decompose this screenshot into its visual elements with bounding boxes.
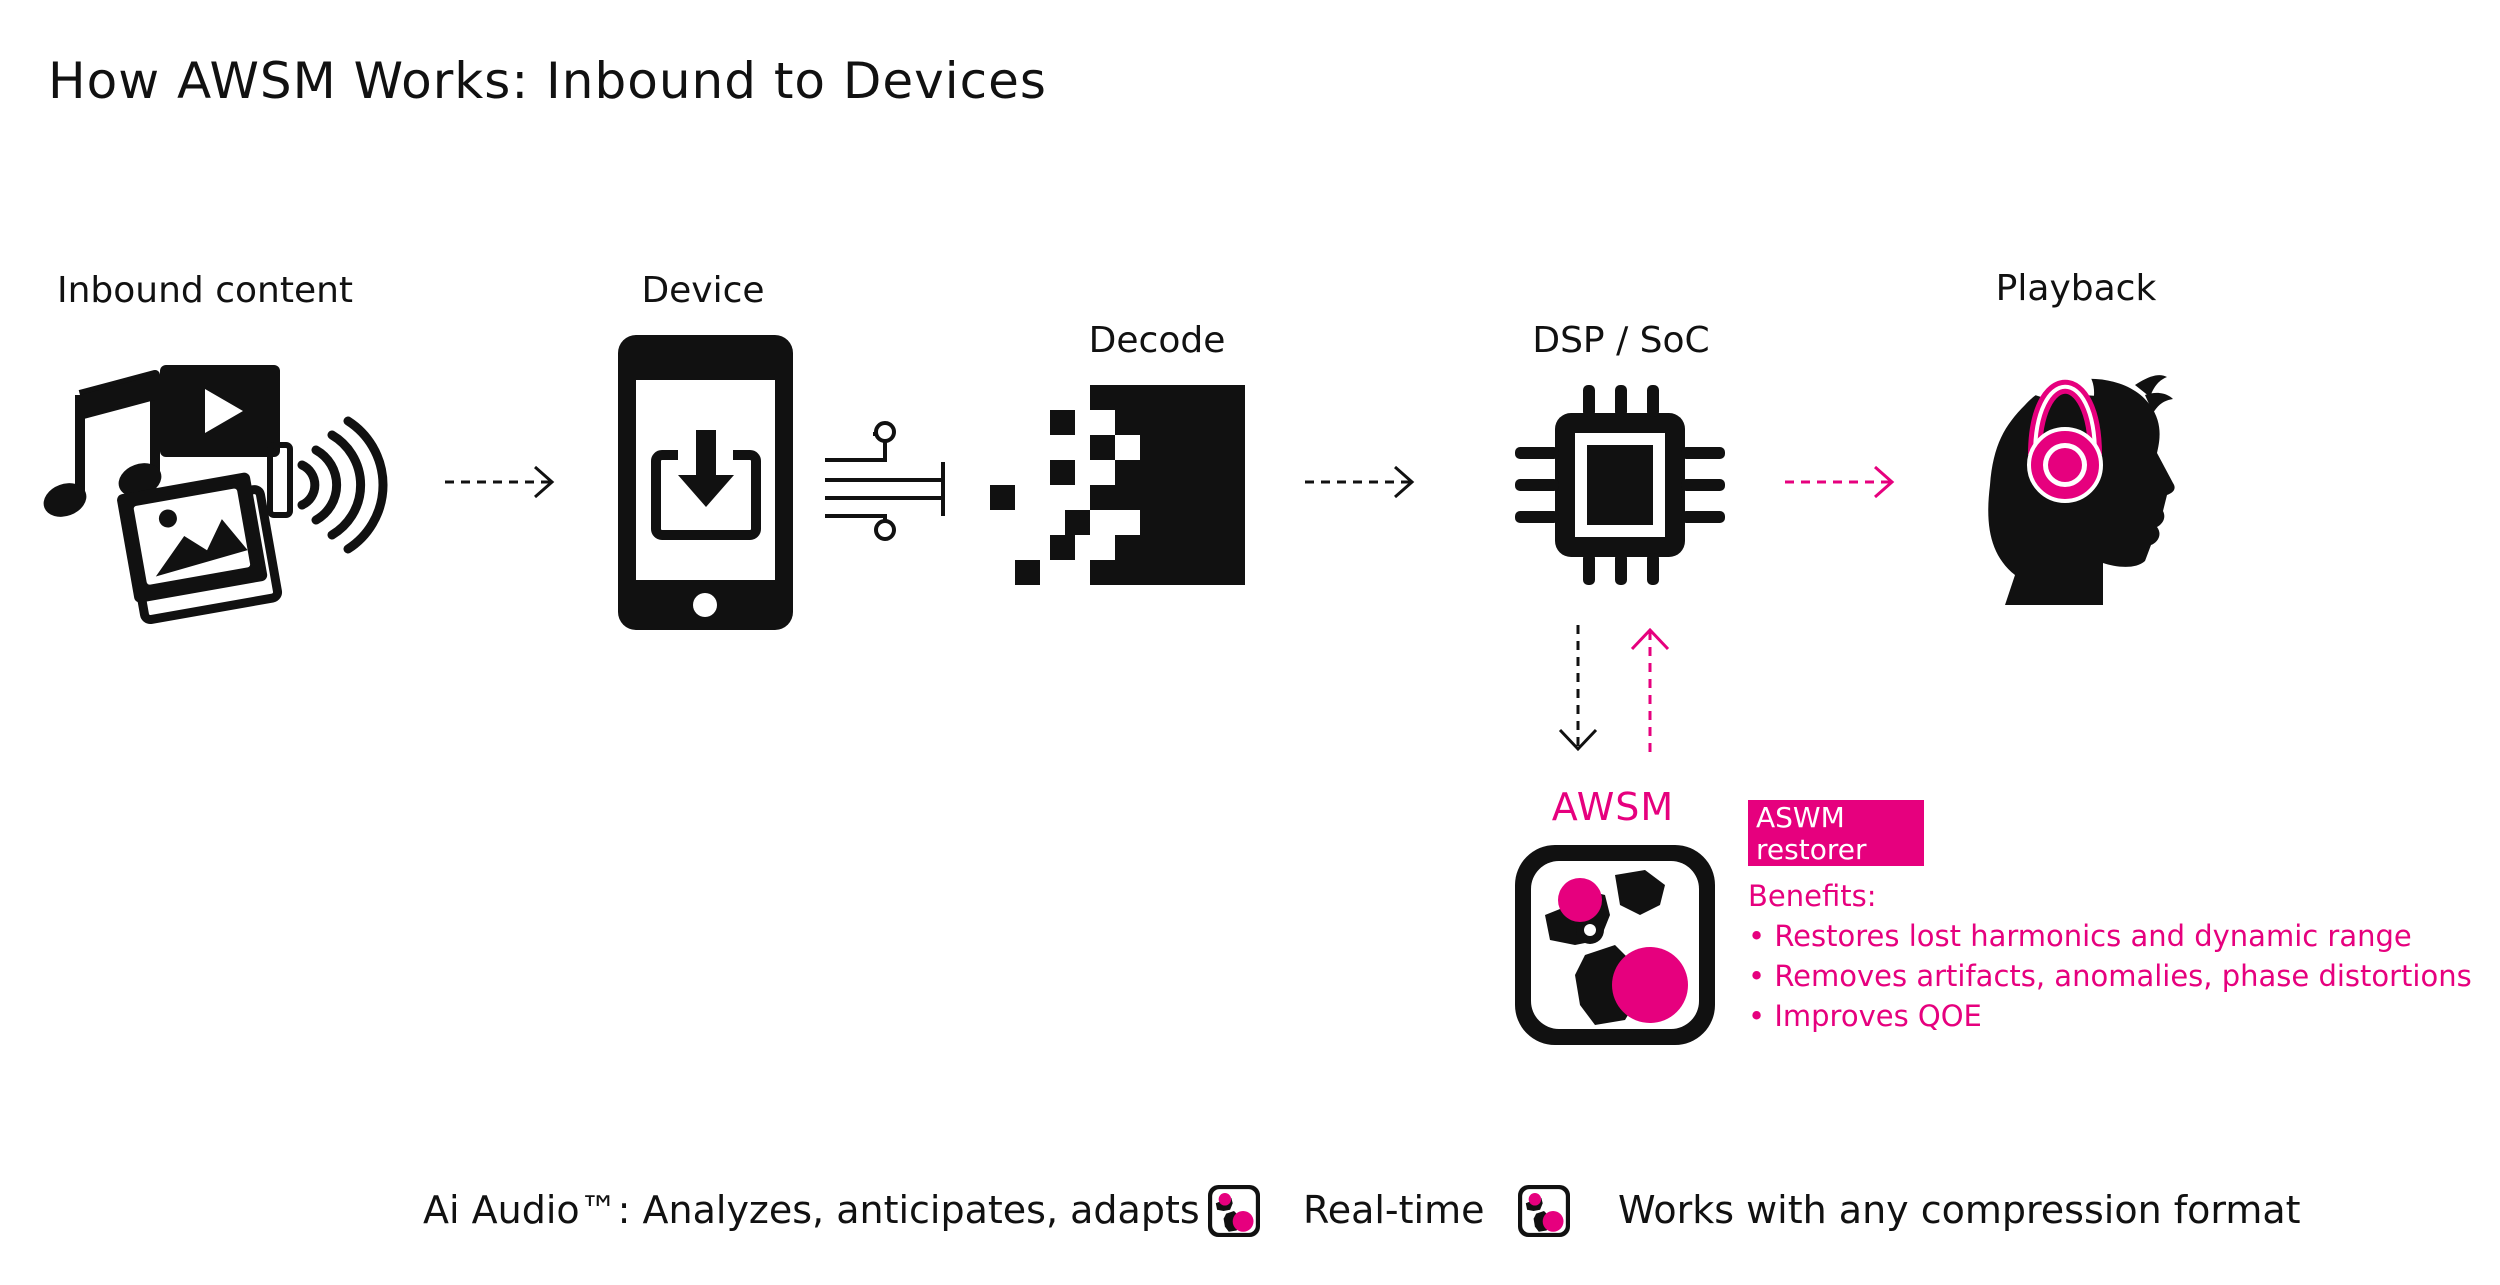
- music-note-icon: [43, 370, 162, 517]
- stage-label-playback: Playback: [1995, 268, 2157, 309]
- awsm-label: AWSM: [1551, 785, 1675, 829]
- arrow-down-to-awsm: [1558, 625, 1598, 752]
- benefits-heading: Benefits:: [1748, 879, 1877, 913]
- arrow-up-to-dsp: [1630, 627, 1670, 755]
- footer-feature-realtime: Real-time: [1303, 1188, 1485, 1232]
- download-icon: [651, 430, 761, 540]
- chip-icon: [1515, 385, 1725, 585]
- video-play-icon: [160, 365, 280, 457]
- data-stream-icon: [825, 421, 945, 541]
- image-gallery-icon: [117, 472, 283, 625]
- benefits-list: Benefits: Restores lost harmonics and dy…: [1748, 876, 2472, 1036]
- page-title: How AWSM Works: Inbound to Devices: [48, 52, 1047, 110]
- wireless-signal-icon: [297, 416, 388, 554]
- footer-feature-compression: Works with any compression format: [1618, 1188, 2301, 1232]
- stage-label-inbound: Inbound content: [56, 270, 354, 311]
- smartphone-download-icon: [618, 335, 793, 630]
- inbound-content-icon: [43, 365, 388, 625]
- stage-label-device: Device: [641, 270, 765, 311]
- stage-label-decode: Decode: [1088, 320, 1226, 361]
- gears-icon: [1208, 1185, 1260, 1237]
- flow-arrow-2: [1305, 465, 1415, 499]
- pixel-decode-icon: [990, 385, 1245, 585]
- badge-line-1: ASWM: [1756, 801, 1845, 834]
- gears-icon: [1515, 845, 1715, 1045]
- benefit-item: Improves QOE: [1748, 996, 2472, 1036]
- benefit-item: Restores lost harmonics and dynamic rang…: [1748, 916, 2472, 956]
- awsm-restorer-badge: ASWM restorer: [1748, 800, 1924, 866]
- benefit-item: Removes artifacts, anomalies, phase dist…: [1748, 956, 2471, 996]
- gears-icon: [1518, 1185, 1570, 1237]
- badge-line-2: restorer: [1756, 833, 1867, 866]
- stage-label-dsp: DSP / SoC: [1532, 320, 1710, 361]
- footer-feature-ai-audio: Ai Audio™: Analyzes, anticipates, adapts: [423, 1188, 1200, 1232]
- headphones-head-icon: [1988, 361, 2175, 605]
- flow-arrow-3: [1785, 465, 1895, 499]
- flow-arrow-1: [445, 465, 555, 499]
